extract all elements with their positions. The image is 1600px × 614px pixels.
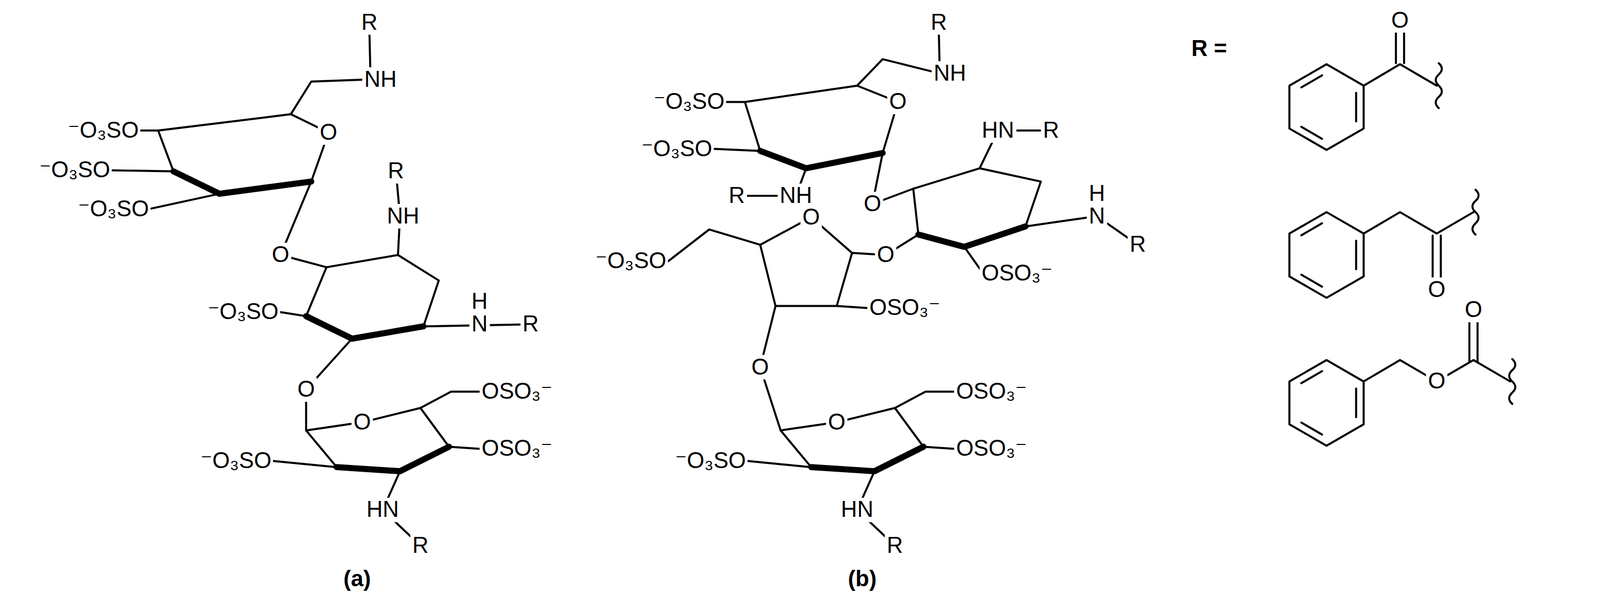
atom-label: O <box>317 120 340 145</box>
panel-label: (a) <box>341 567 373 593</box>
atom-label: R <box>928 10 949 35</box>
wedge-bonds <box>173 171 449 472</box>
atom-label: HN <box>979 118 1017 143</box>
sulfate-label: ⁻O₃SO <box>76 196 152 222</box>
wedge-bonds <box>760 151 1026 472</box>
atom-label: R <box>385 159 406 185</box>
panel-label: (b) <box>845 567 879 593</box>
atom-label: HN <box>364 498 402 523</box>
atom-label: N <box>469 312 490 337</box>
atom-label: R <box>1127 232 1148 258</box>
bond-lines <box>112 30 531 547</box>
atom-label: O <box>1425 277 1448 303</box>
sulfate-label: OSO₃⁻ <box>479 379 555 405</box>
substituent-key: R = <box>1189 36 1229 62</box>
atom-label: O <box>749 355 772 380</box>
sulfate-label: ⁻O₃SO <box>205 300 281 325</box>
atom-label: O <box>800 205 823 230</box>
sulfate-label: ⁻O₃SO <box>639 136 715 162</box>
sulfate-label: ⁻O₃SO <box>37 158 113 184</box>
sulfate-label: OSO₃⁻ <box>979 261 1055 286</box>
benzyloxycarbonyl-group <box>1289 312 1511 446</box>
atom-label: O <box>1389 8 1411 33</box>
atom-label: R <box>359 10 380 35</box>
sulfate-label: ⁻O₃SO <box>198 448 274 474</box>
atom-label: NH <box>777 183 815 209</box>
sulfate-label: ⁻O₃SO <box>65 118 141 143</box>
sulfate-label: OSO₃⁻ <box>954 437 1030 462</box>
benzoyl-group <box>1289 22 1438 151</box>
sulfate-label: OSO₃⁻ <box>954 379 1030 405</box>
bond-lines <box>668 30 1138 547</box>
atom-label: N <box>1086 204 1107 229</box>
wavy-bond <box>1472 189 1479 235</box>
atom-label: O <box>295 377 317 403</box>
atom-label: R <box>884 533 905 559</box>
atom-label: O <box>351 410 374 435</box>
wavy-bond <box>1508 359 1516 405</box>
sulfate-label: ⁻O₃SO <box>673 448 749 474</box>
sulfate-label: OSO₃⁻ <box>479 437 555 462</box>
atom-label: O <box>825 410 848 435</box>
atom-label: O <box>887 89 909 115</box>
atom-label: O <box>1425 369 1448 395</box>
sulfate-label: OSO₃⁻ <box>867 296 943 321</box>
atom-label: H <box>1086 181 1107 207</box>
sulfate-label: ⁻O₃SO <box>593 248 669 274</box>
atom-label: HN <box>839 498 876 523</box>
atom-label: R <box>520 312 541 337</box>
atom-label: NH <box>362 67 399 93</box>
atom-label: NH <box>384 204 422 229</box>
atom-label: R <box>1040 118 1061 143</box>
atom-label: O <box>861 191 884 217</box>
sulfate-label: ⁻O₃SO <box>651 89 727 115</box>
atom-label: R <box>726 183 747 209</box>
wavy-bond <box>1435 63 1442 108</box>
atom-label: NH <box>931 61 969 86</box>
atom-label: O <box>269 242 292 268</box>
atom-label: H <box>469 289 490 315</box>
atom-label: O <box>1462 298 1485 323</box>
atom-label: R <box>410 533 431 559</box>
atom-label: O <box>875 242 897 268</box>
